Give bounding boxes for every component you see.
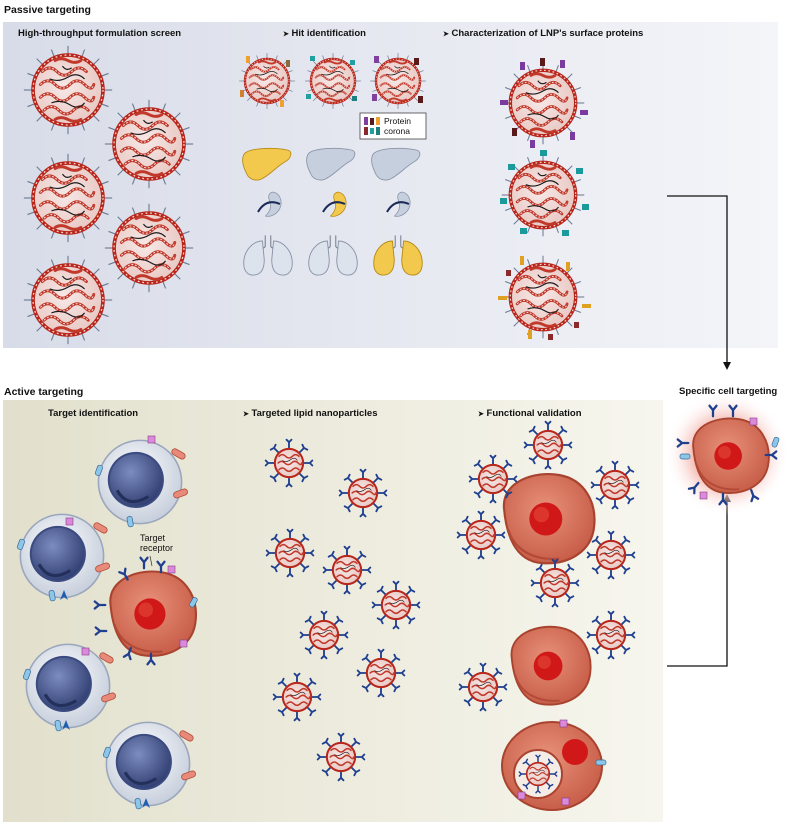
- lipid-nanoparticle-icon: [523, 420, 573, 470]
- lipid-nanoparticle-icon: [322, 545, 372, 595]
- lipid-nanoparticle-icon: [272, 672, 322, 722]
- lipid-nanoparticle-icon: [530, 558, 580, 608]
- immune-cell-icon: [15, 512, 113, 603]
- lungs-icon: [243, 234, 293, 276]
- arrow-head-down: [723, 362, 731, 370]
- immune-cell-icon: [21, 642, 119, 733]
- target-cell-icon: [510, 625, 592, 706]
- protein-corona-marks: [240, 56, 423, 107]
- lungs-icon: [308, 234, 358, 276]
- lipid-nanoparticle-icon: [500, 254, 586, 340]
- target-cell-icon: [502, 472, 596, 565]
- lipid-nanoparticle-icon: [456, 510, 506, 560]
- lipid-nanoparticle-icon: [338, 468, 388, 518]
- active-targeting-heading: Active targeting: [4, 386, 84, 398]
- lipid-nanoparticle-icon: [299, 610, 349, 660]
- targeted-lnp-group: [264, 438, 421, 782]
- hit-identification-group: [238, 52, 427, 276]
- lipid-nanoparticle-icon: [103, 202, 195, 294]
- specific-cell-targeting-label: Specific cell targeting: [679, 386, 778, 397]
- liver-icon: [306, 147, 356, 181]
- chevron-right-icon: ➤: [243, 411, 249, 418]
- passive-targeting-heading: Passive targeting: [4, 4, 91, 16]
- arrow-icon: [667, 195, 728, 667]
- functional-validation-group: [456, 420, 640, 811]
- target-identification-group: [15, 435, 199, 811]
- lipid-nanoparticle-icon: [590, 460, 640, 510]
- immune-cell-icon: [101, 720, 199, 811]
- immune-cell-icon: [93, 438, 191, 529]
- lipid-nanoparticle-icon: [586, 610, 636, 660]
- target-cell-icon: [692, 417, 770, 494]
- surface-protein-characterization-group: [498, 58, 591, 340]
- target-receptor-label: Target receptor: [140, 533, 174, 553]
- protein-corona-legend: [359, 112, 427, 140]
- lipid-nanoparticle-icon: [22, 254, 114, 346]
- lipid-nanoparticle-icon: [458, 662, 508, 712]
- lipid-nanoparticle-icon: [22, 152, 114, 244]
- step-formulation-screen: High-throughput formulation screen: [18, 28, 182, 39]
- specific-cell-targeting-group: [665, 392, 789, 516]
- protein-corona-label: Protein corona: [384, 116, 411, 136]
- step-target-identification: Target identification: [48, 408, 139, 419]
- step-functional-validation: ➤ Functional validation: [478, 408, 582, 419]
- lipid-nanoparticle-icon: [103, 98, 195, 190]
- chevron-right-icon: ➤: [283, 31, 289, 38]
- lungs-icon: [373, 234, 423, 276]
- liver-icon: [371, 147, 421, 181]
- lipid-nanoparticle-icon: [356, 648, 406, 698]
- chevron-right-icon: ➤: [478, 411, 484, 418]
- lipid-nanoparticle-icon: [22, 44, 114, 136]
- lipid-nanoparticle-icon: [265, 528, 315, 578]
- lipid-nanoparticle-icon: [371, 580, 421, 630]
- step-targeted-lnps: ➤ Targeted lipid nanoparticles: [243, 408, 378, 419]
- endocytosis-cell: [501, 719, 607, 811]
- lipid-nanoparticle-icon: [586, 530, 636, 580]
- lnp-formulation-group: [22, 44, 195, 346]
- step-hit-identification: ➤ Hit identification: [283, 28, 366, 39]
- lipid-nanoparticle-icon: [316, 732, 366, 782]
- liver-icon: [242, 147, 292, 181]
- chevron-right-icon: ➤: [443, 31, 449, 38]
- protein-corona-icon: [364, 117, 380, 135]
- lipid-nanoparticle-icon: [264, 438, 314, 488]
- step-surface-protein-characterization: ➤ Characterization of LNP's surface prot…: [443, 28, 644, 39]
